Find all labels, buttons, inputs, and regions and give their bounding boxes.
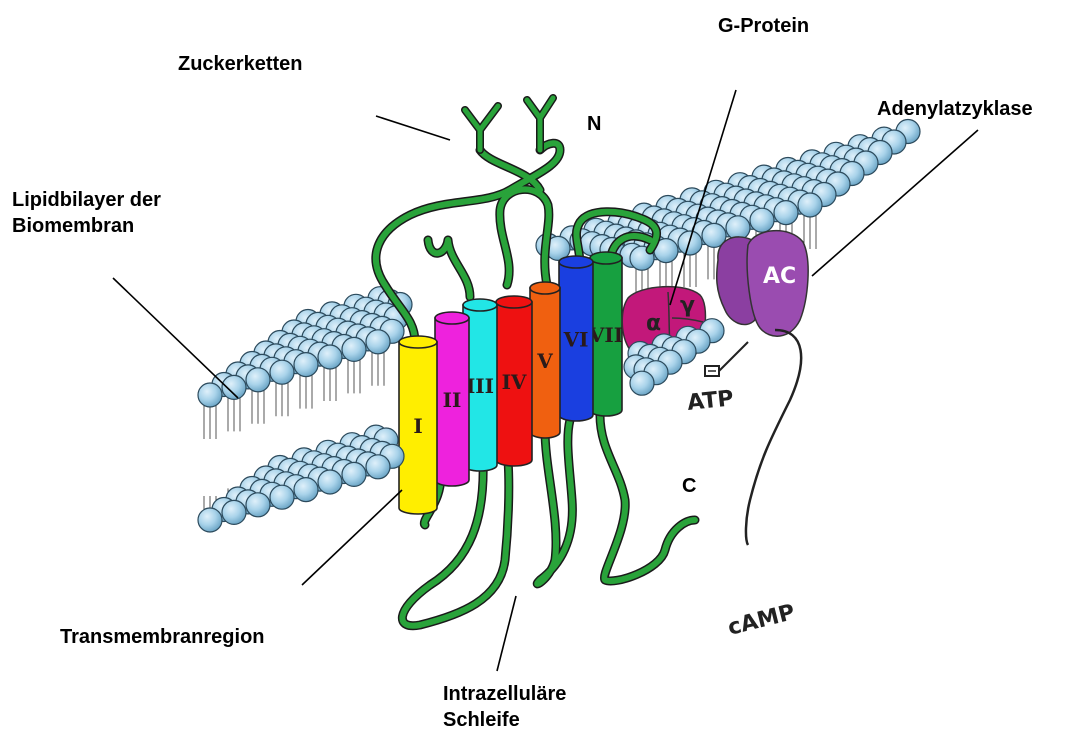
lipid-head (246, 368, 270, 392)
lipid-head (198, 383, 222, 407)
lipid-head (342, 462, 366, 486)
adenylate-cyclase: AC (717, 231, 808, 337)
helix-i: I (399, 336, 437, 514)
lipid-bilayer-label-line2: Biomembran (12, 214, 134, 238)
lipid-head (222, 375, 246, 399)
g-alpha-subunit-label: α (646, 311, 661, 336)
lipid-head (630, 371, 654, 395)
lipid-head (270, 485, 294, 509)
helix-top-cap (559, 256, 593, 268)
helix-numeral: IV (502, 370, 527, 394)
lipid-head (246, 493, 270, 517)
lipid-head (294, 478, 318, 502)
lipid-head (270, 360, 294, 384)
lipid-head (198, 508, 222, 532)
helix-top-cap (530, 282, 560, 294)
helix-ii: II (435, 312, 469, 486)
ac-label: AC (763, 264, 796, 289)
c-terminus-label: C (682, 474, 696, 498)
helix-v: V (530, 282, 560, 438)
camp-reaction-line (746, 330, 801, 545)
lipid-head (750, 208, 774, 232)
lipid-head (294, 353, 318, 377)
helix-top-cap (399, 336, 437, 348)
lipid-head (318, 470, 342, 494)
lipid-head (342, 337, 366, 361)
lipid-head (774, 201, 798, 225)
helix-top-cap (435, 312, 469, 324)
sugar-chains-label: Zuckerketten (178, 52, 303, 76)
lipid-head (678, 231, 702, 255)
helix-numeral: VI (563, 328, 589, 352)
n-terminus-label: N (587, 112, 601, 136)
helix-numeral: III (466, 374, 494, 398)
sugar-chains-fill (465, 98, 553, 150)
transmembrane-region-label: Transmembranregion (60, 625, 265, 649)
lipid-head (366, 455, 390, 479)
helix-top-cap (590, 252, 622, 264)
g-protein-label: G-Protein (718, 14, 809, 38)
atp-symbol (705, 342, 748, 376)
atp-label: ATP (686, 386, 735, 416)
helix-top-cap (496, 296, 532, 308)
lipid-head (222, 500, 246, 524)
intracellular-loop-label-line1: Intrazelluläre (443, 682, 566, 706)
lipid-bilayer-label-line1: Lipidbilayer der (12, 188, 161, 212)
helix-vi: VI (559, 256, 593, 421)
helix-top-cap (463, 299, 497, 311)
camp-label: cAMP (725, 600, 797, 641)
lipid-head (366, 330, 390, 354)
lipid-head (798, 193, 822, 217)
adenylate-cyclase-label: Adenylatzyklase (877, 97, 1033, 121)
lipid-head (318, 345, 342, 369)
g-gamma-subunit-label: γ (680, 293, 695, 318)
helix-numeral: II (443, 388, 462, 412)
intracellular-loop-label-line2: Schleife (443, 708, 520, 732)
helix-iv: IV (496, 296, 532, 466)
helix-numeral: I (413, 414, 422, 438)
helix-numeral: V (536, 349, 553, 373)
